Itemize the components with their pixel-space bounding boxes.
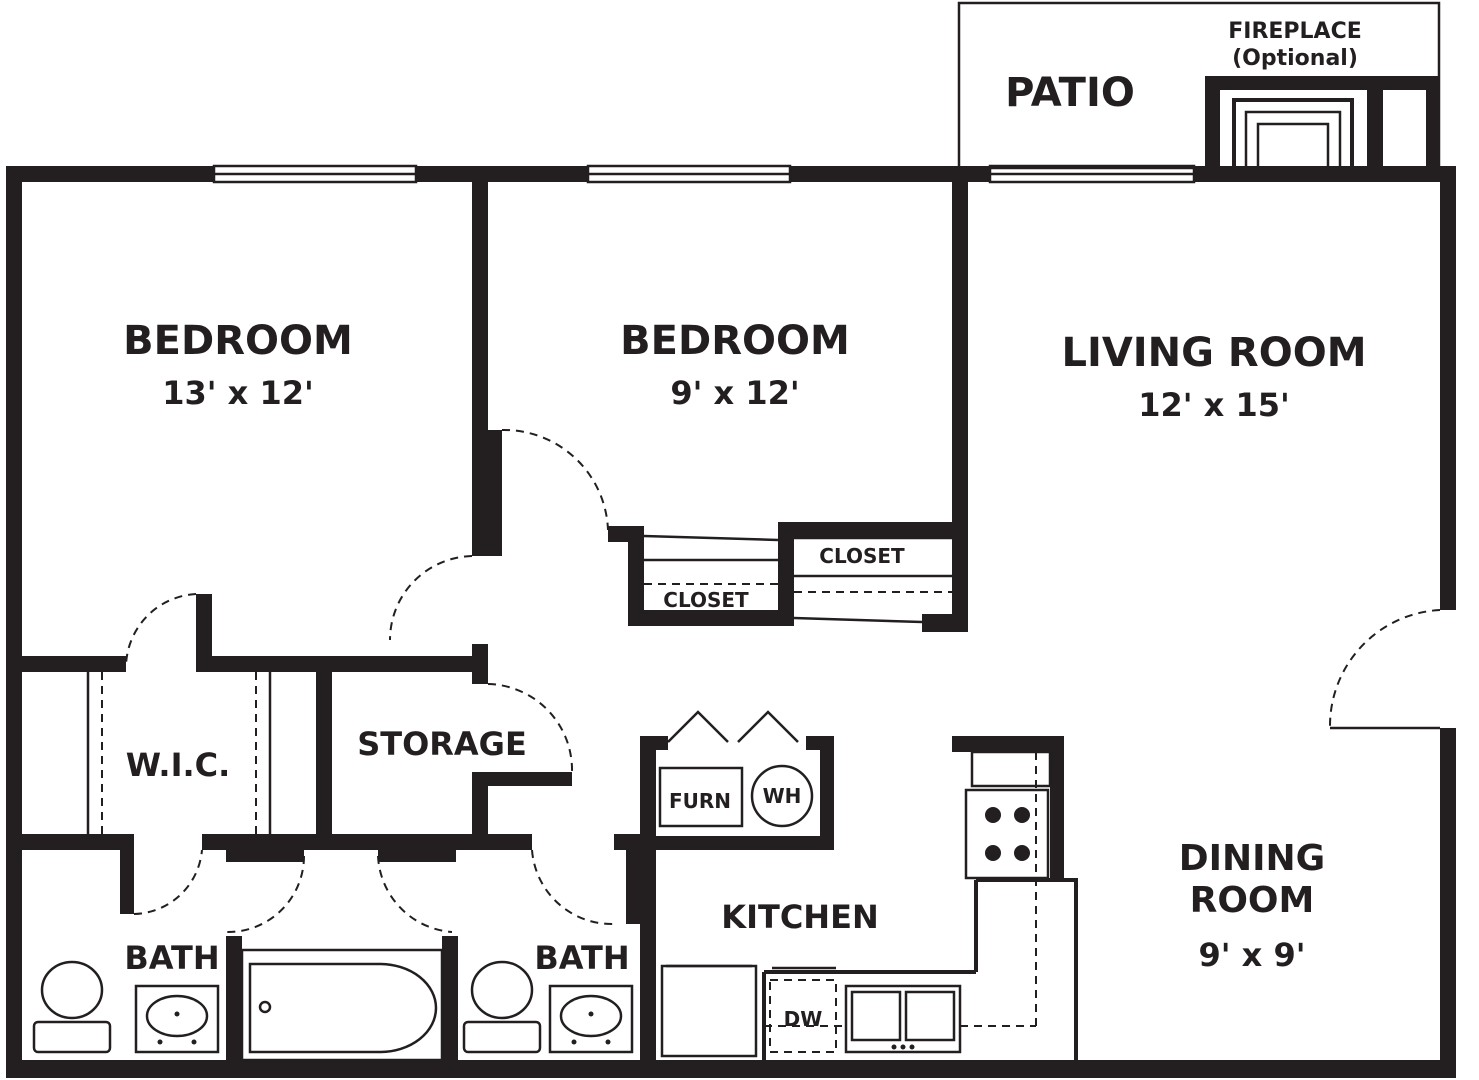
- range: [964, 750, 1052, 880]
- closet-2-label: CLOSET: [819, 544, 905, 568]
- fireplace-right-wall: [1426, 88, 1440, 168]
- bedroom-1-label: BEDROOM: [123, 318, 353, 364]
- fireplace-label: FIREPLACE: [1228, 19, 1362, 44]
- vanity-2: [548, 984, 634, 1054]
- window-living-room: [988, 164, 1196, 184]
- kitchen-sink: [844, 984, 962, 1054]
- wic-label: W.I.C.: [126, 746, 231, 784]
- closet-1-label: CLOSET: [663, 588, 749, 612]
- bath-2-label: BATH: [534, 939, 629, 977]
- toilet-1: [32, 960, 112, 1054]
- storage-label: STORAGE: [357, 725, 527, 763]
- bedroom-1-size: 13' x 12': [162, 374, 314, 412]
- toilet-2: [462, 960, 542, 1054]
- vanity-1: [134, 984, 220, 1054]
- living-room-size: 12' x 15': [1138, 386, 1290, 424]
- bathtub: [240, 948, 444, 1062]
- fireplace-icon: [1232, 98, 1354, 170]
- patio-label: PATIO: [1005, 70, 1135, 116]
- furnace-label: FURN: [669, 789, 731, 813]
- door-swings: [125, 428, 1441, 934]
- window-bedroom-1: [212, 164, 418, 184]
- interior-walls: [6, 166, 1064, 1078]
- closet-details: [86, 534, 952, 834]
- dishwasher: [769, 979, 837, 1053]
- windows: [212, 164, 1196, 184]
- bedroom-2-size: 9' x 12': [670, 374, 799, 412]
- dining-room-size: 9' x 9': [1198, 936, 1305, 974]
- dishwasher-label: DW: [784, 1007, 823, 1031]
- bedroom-2-label: BEDROOM: [620, 318, 850, 364]
- refrigerator: [660, 964, 758, 1058]
- bath-1-label: BATH: [124, 939, 219, 977]
- fireplace-note: (Optional): [1232, 46, 1358, 71]
- counter-top: [976, 878, 1078, 1060]
- fixtures: [32, 750, 1078, 1062]
- water-heater: [750, 764, 814, 828]
- dining-room-label-2: ROOM: [1190, 880, 1315, 921]
- kitchen-label: KITCHEN: [721, 898, 878, 936]
- fireplace-wall: [1205, 76, 1440, 168]
- furnace: [658, 766, 744, 828]
- fireplace-side-wall: [1367, 88, 1383, 168]
- water-heater-label: WH: [763, 784, 802, 808]
- window-bedroom-2: [586, 164, 792, 184]
- living-room-label: LIVING ROOM: [1061, 330, 1366, 376]
- room-labels: FIREPLACE (Optional) PATIO BEDROOM 13' x…: [123, 19, 1366, 1031]
- dining-room-label-1: DINING: [1179, 838, 1325, 879]
